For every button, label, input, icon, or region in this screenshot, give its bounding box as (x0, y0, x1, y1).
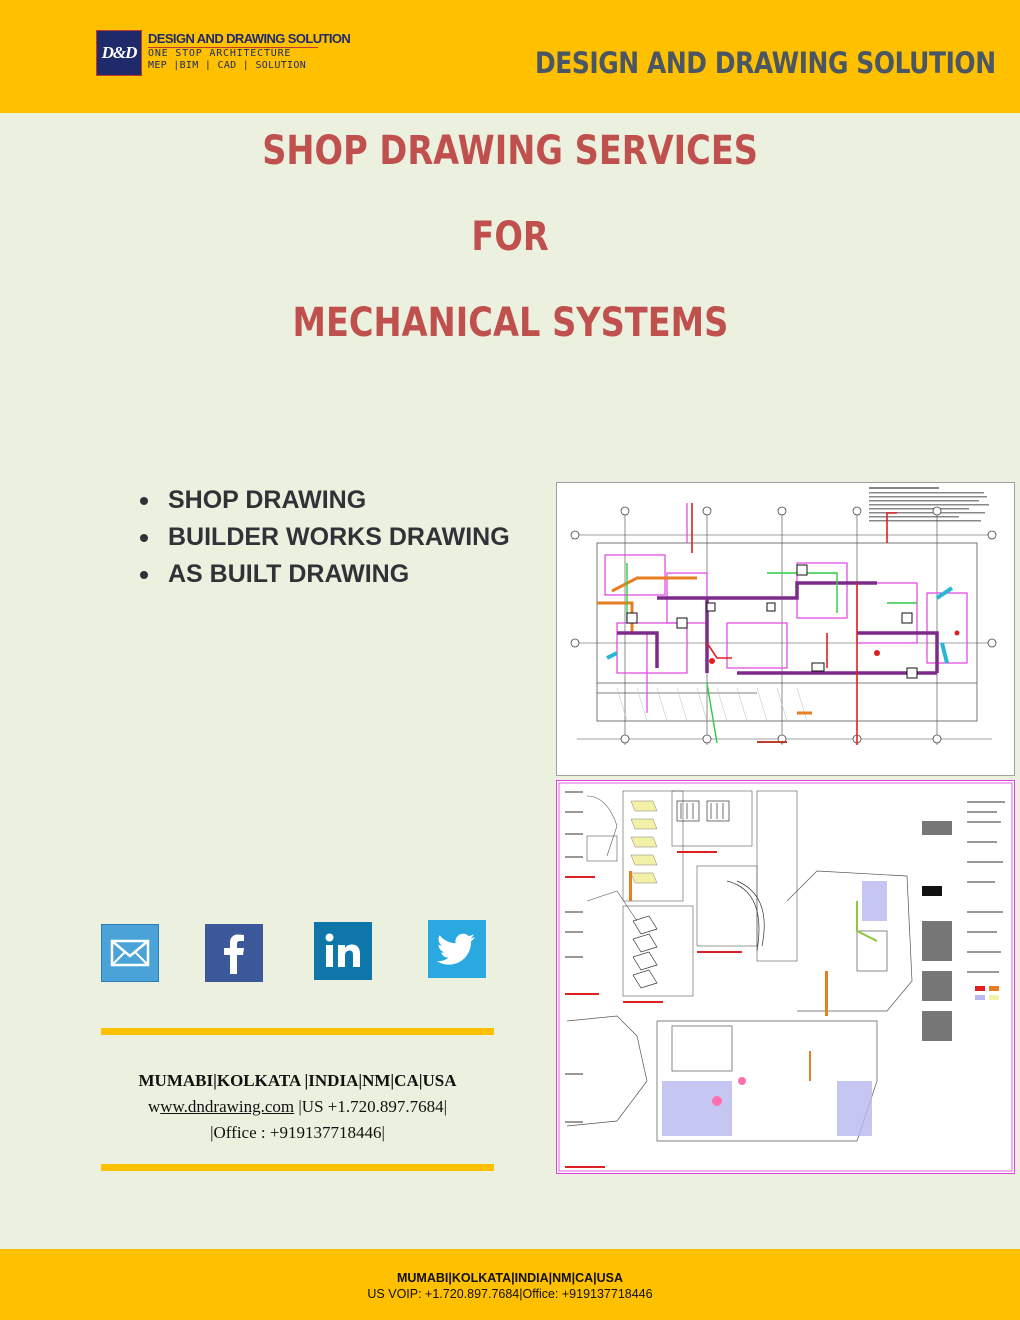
contact-divider-top (101, 1028, 494, 1035)
logo-company-name: DESIGN AND DRAWING SOLUTION (148, 31, 351, 46)
logo-services: MEP |BIM | CAD | SOLUTION (148, 60, 307, 71)
contact-divider-bottom (101, 1164, 494, 1171)
brand-title: DESIGN AND DRAWING SOLUTION (535, 46, 996, 80)
service-item-as-built: AS BUILT DRAWING (138, 556, 510, 593)
footer-bar (0, 1249, 1020, 1320)
footer-locations: MUMABI|KOLKATA|INDIA|NM|CA|USA (396, 1271, 624, 1285)
mechanical-plan-drawing (556, 482, 1015, 776)
mail-icon[interactable] (101, 924, 159, 982)
linkedin-icon[interactable] (314, 922, 372, 980)
headline-line-3-text: MECHANICAL SYSTEMS (292, 300, 728, 346)
contact-web-phone: www.dndrawing.com |US +1.720.897.7684| (101, 1094, 494, 1120)
logo-tagline: ONE STOP ARCHITECTURE (148, 47, 318, 60)
contact-block: MUMABI|KOLKATA |INDIA|NM|CA|USA www.dndr… (101, 1068, 494, 1146)
footer-phones: US VOIP: +1.720.897.7684|Office: +919137… (367, 1287, 653, 1301)
logo-text: DESIGN AND DRAWING SOLUTION ONE STOP ARC… (148, 31, 351, 72)
service-item-builder-works: BUILDER WORKS DRAWING (138, 519, 510, 556)
headline-line-2: FOR (0, 214, 1020, 260)
company-logo[interactable]: D&D DESIGN AND DRAWING SOLUTION ONE STOP… (96, 30, 351, 78)
website-link[interactable]: ww.dndrawing.com (160, 1097, 295, 1116)
header-bar (0, 0, 1020, 113)
us-phone: |US +1.720.897.7684| (294, 1097, 448, 1116)
office-phone: |Office : +919137718446| (210, 1123, 385, 1142)
headline-line-3: MECHANICAL SYSTEMS (0, 300, 1020, 346)
service-item-shop-drawing: SHOP DRAWING (138, 482, 510, 519)
facebook-icon[interactable] (205, 924, 263, 982)
headline-line-1-text: SHOP DRAWING SERVICES (262, 128, 758, 174)
twitter-icon[interactable] (428, 920, 486, 978)
website-prefix: w (147, 1097, 161, 1116)
services-list: SHOP DRAWING BUILDER WORKS DRAWING AS BU… (138, 482, 510, 593)
headline-line-1: SHOP DRAWING SERVICES (0, 128, 1020, 174)
headline-line-2-text: FOR (471, 214, 549, 260)
logo-mark: D&D (96, 30, 142, 76)
contact-locations: MUMABI|KOLKATA |INDIA|NM|CA|USA (138, 1071, 457, 1090)
builder-works-drawing (556, 780, 1015, 1174)
